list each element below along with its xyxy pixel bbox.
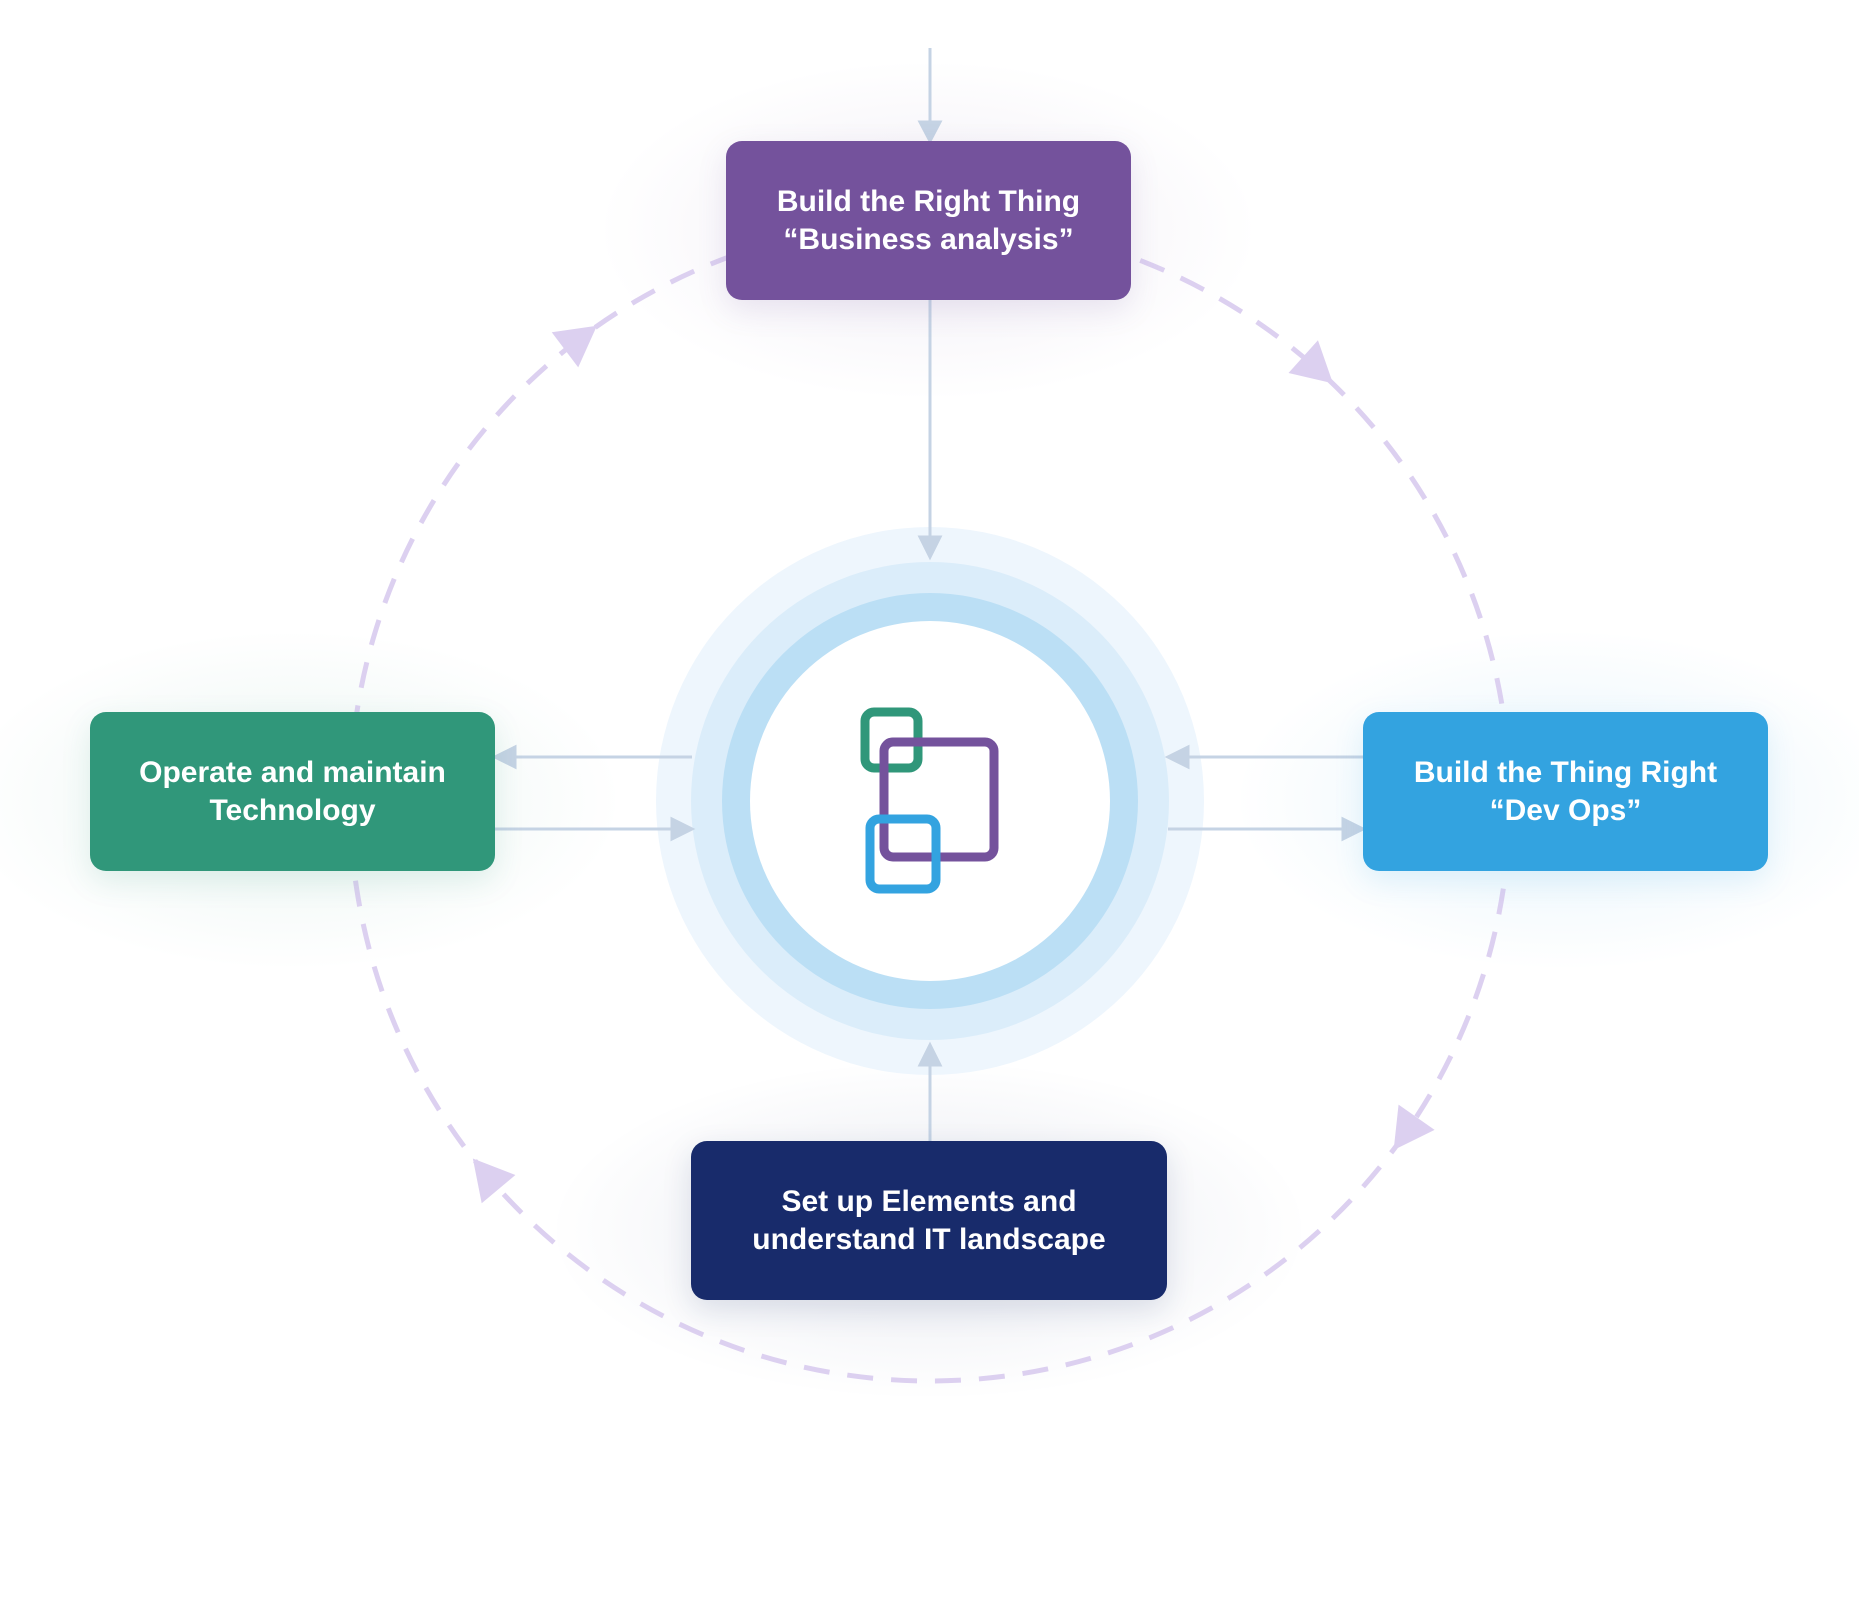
cycle-arrow-top-left xyxy=(551,325,597,368)
center-ring-inner xyxy=(750,621,1110,981)
arrowhead-center-to-left xyxy=(491,744,517,770)
center-logo-icon xyxy=(860,707,999,894)
cycle-arrow-bottom-left xyxy=(472,1158,516,1204)
cycle-arrow-top-right xyxy=(1288,340,1333,384)
arrowhead-right-to-center xyxy=(1164,744,1190,770)
node-operate-maintain: Operate and maintain Technology xyxy=(90,712,495,871)
arrowhead-left-to-center xyxy=(670,816,696,842)
node-business-analysis: Build the Right Thing “Business analysis… xyxy=(726,141,1131,300)
node-dev-ops: Build the Thing Right “Dev Ops” xyxy=(1363,712,1768,871)
cycle-arrow-bottom-right xyxy=(1393,1104,1435,1151)
node-operate-maintain-line2: Technology xyxy=(209,793,376,827)
node-it-landscape-line2: understand IT landscape xyxy=(752,1222,1106,1256)
node-dev-ops-title: Build the Thing Right xyxy=(1413,755,1718,789)
node-operate-maintain-line1: Operate and maintain xyxy=(139,755,446,789)
node-it-landscape-line1: Set up Elements and xyxy=(781,1184,1077,1218)
arrowhead-top-to-center xyxy=(917,535,943,561)
node-business-analysis-title: Build the Right Thing xyxy=(776,184,1081,218)
logo-square-blue xyxy=(865,814,941,894)
node-dev-ops-subtitle: “Dev Ops” xyxy=(1489,793,1642,827)
arrowhead-top-input xyxy=(917,120,943,145)
arrowhead-bottom-to-center xyxy=(917,1041,943,1067)
node-business-analysis-subtitle: “Business analysis” xyxy=(783,222,1074,256)
arrowhead-center-to-right xyxy=(1341,816,1367,842)
node-it-landscape: Set up Elements and understand IT landsc… xyxy=(691,1141,1167,1300)
